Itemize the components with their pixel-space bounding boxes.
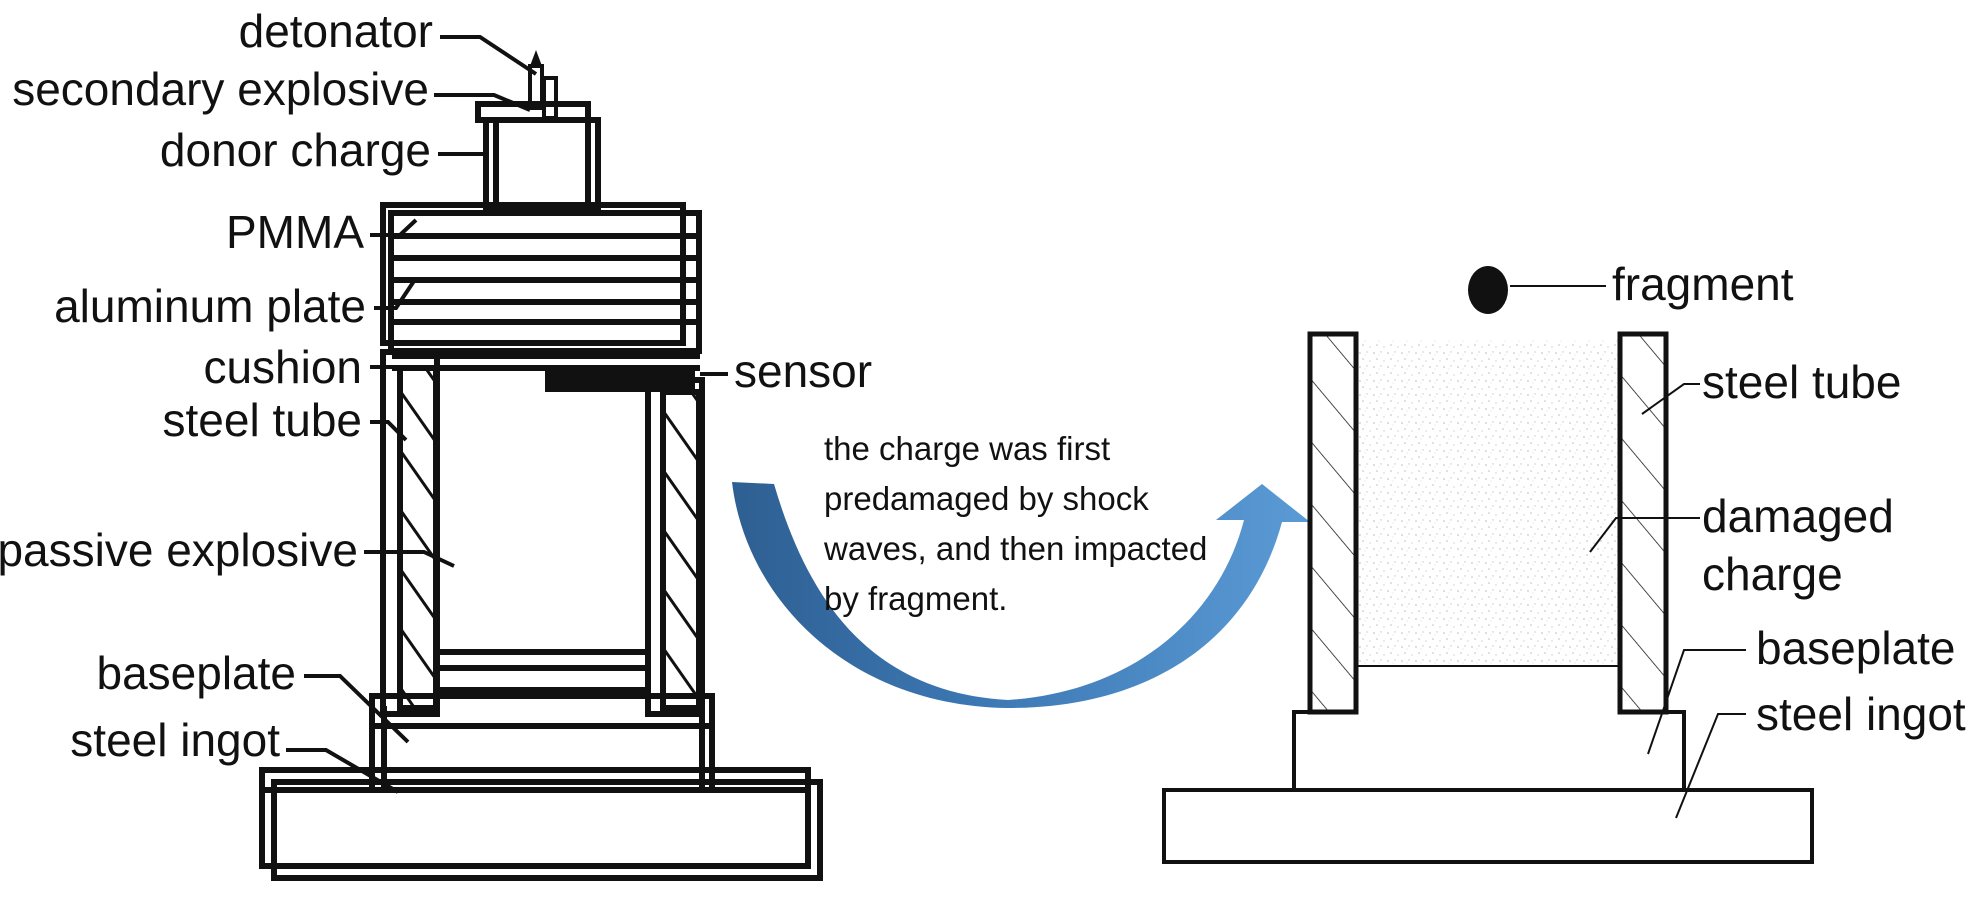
label-right-steel-ingot: steel ingot <box>1756 688 1966 740</box>
label-donor-charge: donor charge <box>160 124 431 176</box>
label-damaged: damaged <box>1702 490 1894 542</box>
note-line-4: by fragment. <box>824 580 1007 617</box>
right-steel-ingot-shape <box>1162 788 1814 864</box>
detonator-shape <box>528 50 558 120</box>
damaged-charge-shape <box>1358 340 1618 666</box>
steel-tube-left-wall <box>380 349 440 717</box>
label-right-steel-tube: steel tube <box>1702 356 1901 408</box>
process-arrow <box>732 482 1310 708</box>
left-labels: detonator secondary explosive donor char… <box>0 5 872 766</box>
label-detonator: detonator <box>239 5 433 57</box>
label-passive-explosive: passive explosive <box>0 524 358 576</box>
note-line-1: the charge was first <box>824 430 1110 467</box>
right-labels: fragment steel tube damaged charge basep… <box>1612 258 1966 740</box>
donor-charge-shape <box>483 117 601 213</box>
note-line-3: waves, and then impacted <box>823 530 1207 567</box>
label-baseplate: baseplate <box>97 647 297 699</box>
right-baseplate-shape <box>1292 710 1686 790</box>
label-charge: charge <box>1702 548 1843 600</box>
label-pmma: PMMA <box>226 206 364 258</box>
steel-ingot-shape <box>259 767 823 881</box>
label-steel-tube: steel tube <box>163 394 362 446</box>
process-note: the charge was first predamaged by shock… <box>823 430 1207 617</box>
left-setup <box>259 50 823 881</box>
passive-explosive-shape <box>437 649 648 693</box>
right-steel-tube-right-wall <box>1617 331 1669 715</box>
steel-tube-right-wall <box>645 377 705 717</box>
curved-arrow-icon <box>732 482 1310 708</box>
label-cushion: cushion <box>203 341 362 393</box>
label-right-baseplate: baseplate <box>1756 622 1956 674</box>
pmma-aluminum-stack <box>380 202 702 354</box>
fragment-shape <box>1468 266 1508 314</box>
note-line-2: predamaged by shock <box>824 480 1149 517</box>
right-leader-lines <box>1510 285 1746 819</box>
label-steel-ingot: steel ingot <box>70 714 280 766</box>
label-aluminum-plate: aluminum plate <box>54 280 366 332</box>
label-fragment: fragment <box>1612 258 1794 310</box>
label-sensor: sensor <box>734 345 872 397</box>
label-secondary-explosive: secondary explosive <box>12 63 429 115</box>
left-leader-lines <box>286 35 728 794</box>
right-setup <box>1162 266 1814 864</box>
right-steel-tube-left-wall <box>1307 331 1359 715</box>
